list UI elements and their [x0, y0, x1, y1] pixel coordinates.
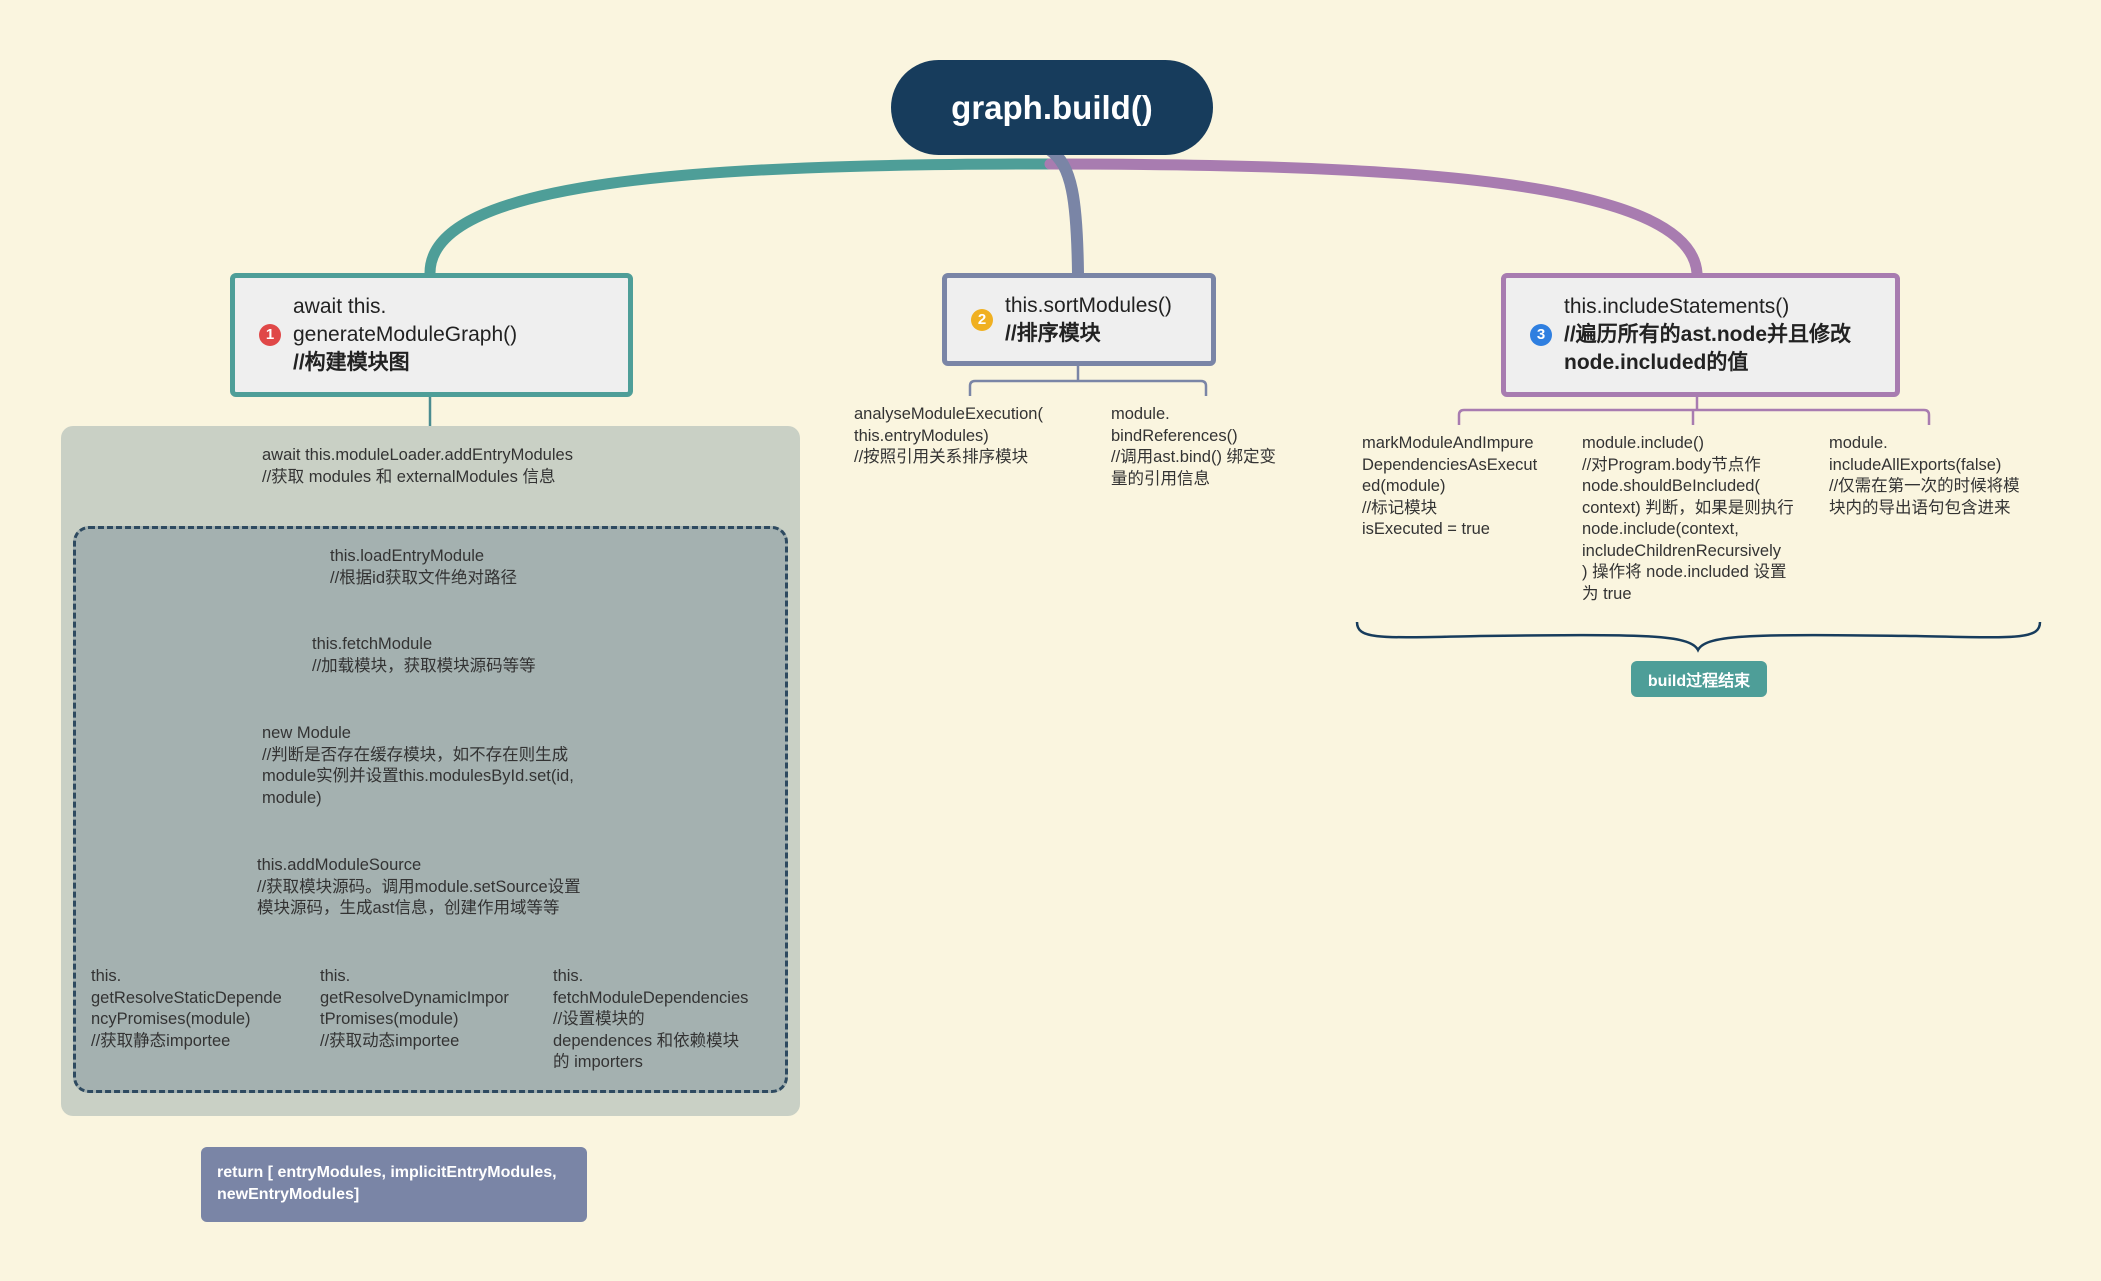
branch-2-line2: //排序模块 [1005, 321, 1101, 345]
step-static-dependencies[interactable]: this. getResolveStaticDepende ncyPromise… [91, 967, 282, 1050]
branch-1-line1: await this. [293, 295, 387, 318]
priority-2-icon: 2 [971, 308, 993, 331]
step-mark-module-executed[interactable]: markModuleAndImpure DependenciesAsExecut… [1362, 434, 1538, 538]
generate-inner-boundary [73, 526, 788, 1093]
branch-1-line3: //构建模块图 [293, 351, 410, 374]
step-include-all-exports[interactable]: module. includeAllExports(false) //仅需在第一… [1829, 434, 2020, 517]
link-root-branch3 [1044, 158, 1703, 279]
priority-3-icon: 3 [1530, 324, 1552, 346]
return-entry-modules[interactable]: return [ entryModules, implicitEntryModu… [201, 1147, 587, 1222]
link-root-branch2 [1044, 144, 1084, 279]
branch-3-line3: node.included的值 [1564, 351, 1749, 374]
step-analyse-module-execution[interactable]: analyseModuleExecution( this.entryModule… [854, 405, 1043, 466]
step-module-include[interactable]: module.include() //对Program.body节点作 node… [1582, 434, 1794, 603]
step-add-entry-modules[interactable]: await this.moduleLoader.addEntryModules … [262, 446, 573, 486]
branch-3-line2: //遍历所有的ast.node并且修改 [1564, 323, 1852, 346]
build-end-summary-tag[interactable]: build过程结束 [1631, 661, 1767, 697]
root-node[interactable]: graph.build() [891, 60, 1213, 155]
step-load-entry-module[interactable]: this.loadEntryModule //根据id获取文件绝对路径 [330, 547, 518, 587]
include-bracket [1457, 397, 1931, 425]
root-label: graph.build() [951, 88, 1153, 126]
branch-generate-module-graph[interactable]: 1 await this. generateModuleGraph() //构建… [230, 273, 633, 397]
step-new-module[interactable]: new Module //判断是否存在缓存模块，如不存在则生成 module实例… [262, 724, 574, 807]
link-root-branch1 [424, 158, 1056, 279]
step-dynamic-dependencies[interactable]: this. getResolveDynamicImpor tPromises(m… [320, 967, 509, 1050]
step-bind-references[interactable]: module. bindReferences() //调用ast.bind() … [1111, 405, 1277, 488]
branch-3-line1: this.includeStatements() [1564, 295, 1790, 318]
step-fetch-module[interactable]: this.fetchModule //加载模块，获取模块源码等等 [312, 635, 536, 675]
branch-include-statements[interactable]: 3 this.includeStatements() //遍历所有的ast.no… [1501, 273, 1900, 397]
branch-2-line1: this.sortModules() [1005, 293, 1172, 317]
step-add-module-source[interactable]: this.addModuleSource //获取模块源码。调用module.s… [257, 856, 581, 917]
step-fetch-dependencies[interactable]: this. fetchModuleDependencies //设置模块的 de… [553, 967, 749, 1071]
summary-brace [1355, 621, 2042, 653]
sort-bracket [968, 366, 1208, 396]
priority-1-icon: 1 [259, 324, 281, 346]
branch-1-line2: generateModuleGraph() [293, 323, 518, 346]
branch-sort-modules[interactable]: 2 this.sortModules() //排序模块 [942, 273, 1216, 366]
